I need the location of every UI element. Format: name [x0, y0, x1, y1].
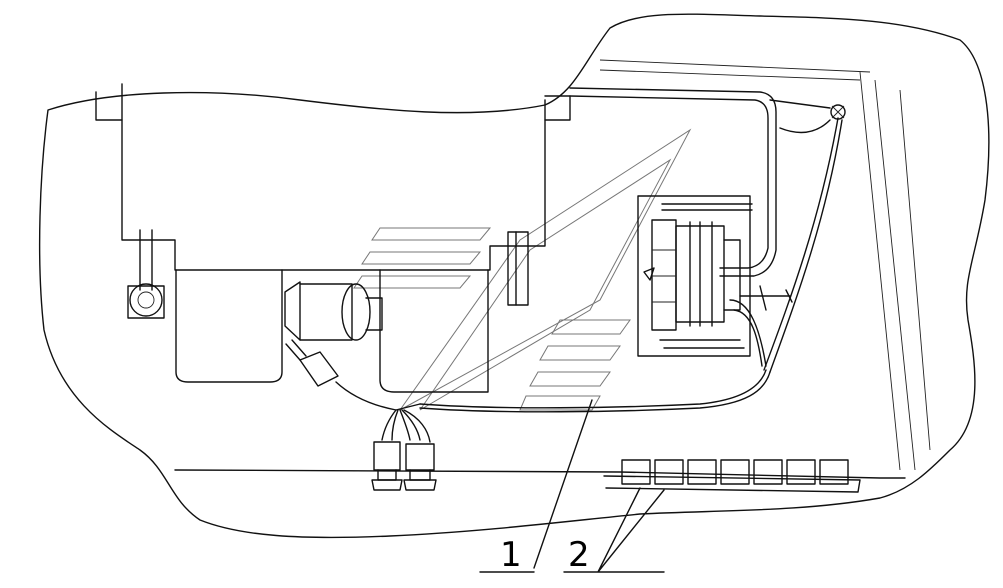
- branch-wires: [381, 403, 431, 443]
- main-housing: [95, 83, 571, 393]
- cable-harness: [335, 87, 843, 413]
- outer-boundary: [38, 13, 990, 539]
- housing-bracket: [507, 231, 529, 306]
- plug-connector-left: [371, 441, 403, 491]
- rear-panel-lines: [599, 59, 931, 471]
- motor-unit: [284, 281, 383, 341]
- callout-2-label: 2: [568, 535, 590, 575]
- leader-lines: [479, 399, 665, 573]
- control-module: [637, 195, 793, 367]
- switch-row: [603, 459, 861, 493]
- ground-terminal: [830, 104, 846, 120]
- mounting-stud: [127, 229, 165, 319]
- watermark-logo: [353, 128, 692, 411]
- floor-line: [174, 469, 906, 479]
- plug-connector-right: [403, 443, 437, 491]
- inline-connector: [285, 339, 339, 387]
- callout-1-label: 1: [500, 535, 522, 575]
